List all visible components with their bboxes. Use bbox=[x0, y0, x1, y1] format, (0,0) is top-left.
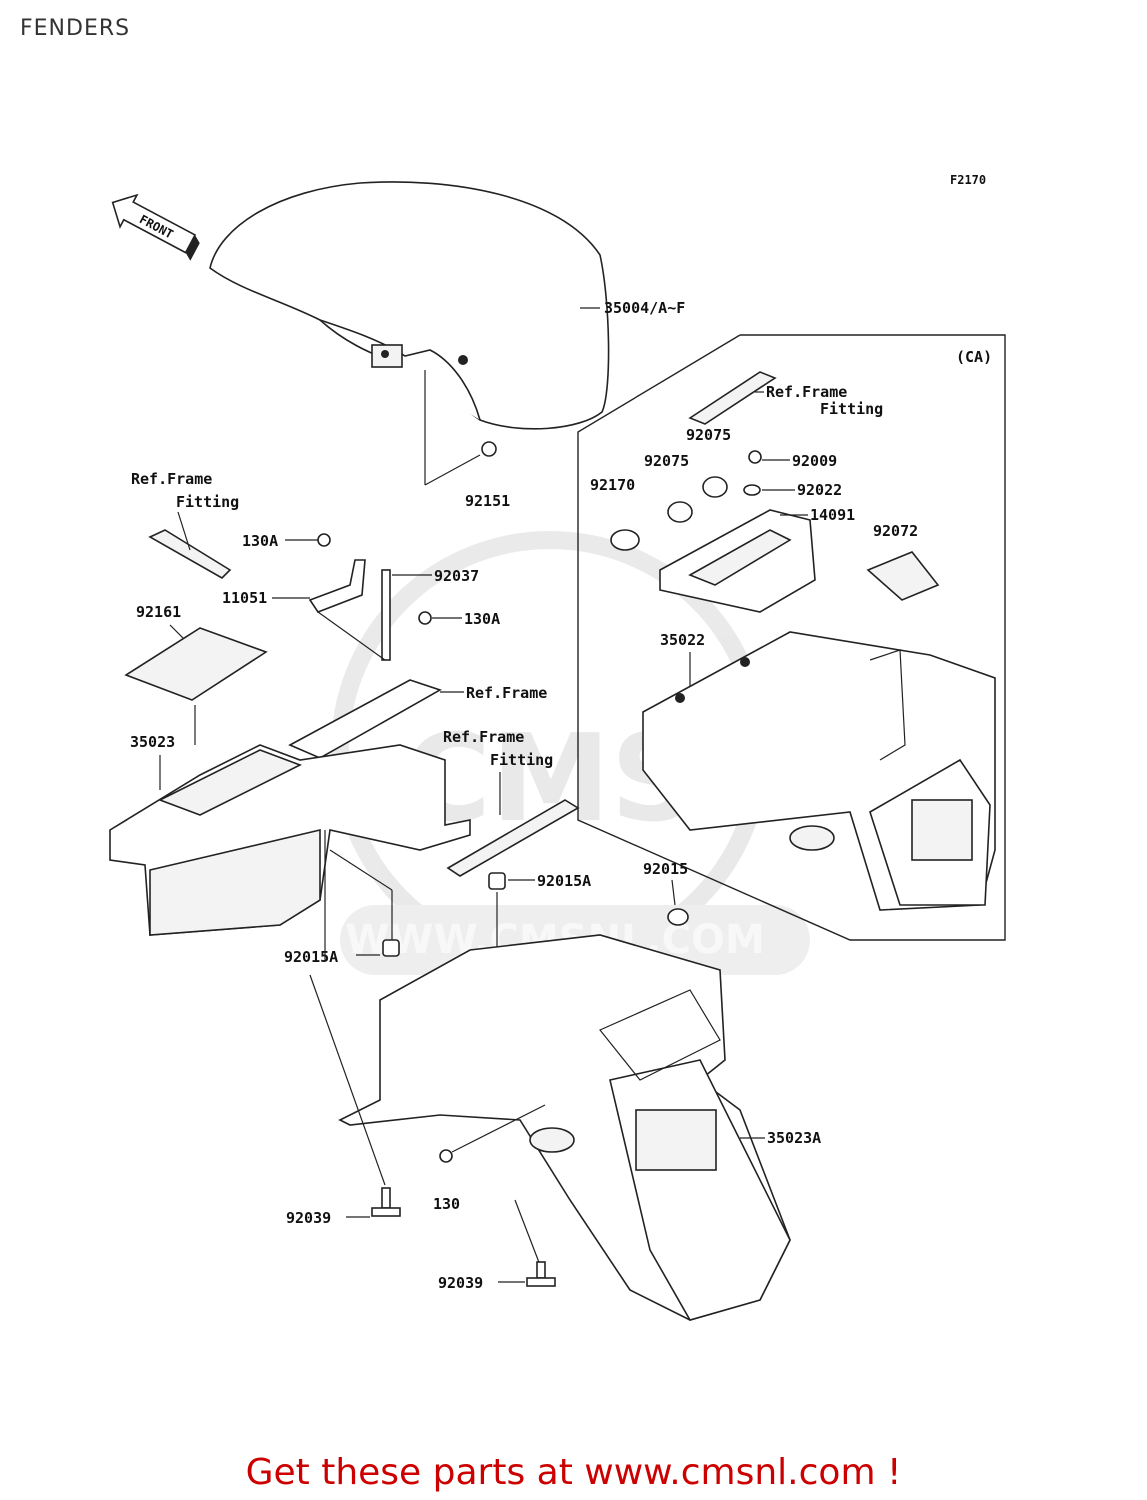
rear-inner-fender-ca bbox=[642, 631, 996, 911]
ref-mid2-line2: Fitting bbox=[490, 751, 553, 769]
part-label-92009: 92009 bbox=[792, 452, 837, 470]
ref-mid-label: Ref.Frame bbox=[466, 684, 547, 702]
ref-left-line1: Ref.Frame bbox=[131, 470, 212, 488]
part-label-35022: 35022 bbox=[660, 631, 705, 649]
clip-92039-b bbox=[526, 1261, 556, 1287]
part-label-14091: 14091 bbox=[810, 506, 855, 524]
part-label-92039-b: 92039 bbox=[438, 1274, 483, 1292]
ref-left-line2: Fitting bbox=[176, 493, 239, 511]
ref-ca-line1: Ref.Frame bbox=[766, 383, 847, 401]
part-label-130a-2: 130A bbox=[464, 610, 500, 628]
ref-ca-line2: Fitting bbox=[820, 400, 883, 418]
part-label-130: 130 bbox=[433, 1195, 460, 1213]
front-fender bbox=[209, 181, 610, 430]
part-label-130a-1: 130A bbox=[242, 532, 278, 550]
part-label-92022: 92022 bbox=[797, 481, 842, 499]
part-label-92015: 92015 bbox=[643, 860, 688, 878]
part-label-92015a-2: 92015A bbox=[284, 948, 338, 966]
part-label-92039-a: 92039 bbox=[286, 1209, 331, 1227]
part-label-92037: 92037 bbox=[434, 567, 479, 585]
part-label-92151: 92151 bbox=[465, 492, 510, 510]
footer-link[interactable]: Get these parts at www.cmsnl.com ! bbox=[245, 1452, 902, 1493]
diagram-code: F2170 bbox=[950, 173, 986, 187]
part-label-35023: 35023 bbox=[130, 733, 175, 751]
part-label-35023a: 35023A bbox=[767, 1129, 821, 1147]
page-title: FENDERS bbox=[20, 16, 131, 41]
part-label-11051: 11051 bbox=[222, 589, 267, 607]
part-label-92161: 92161 bbox=[136, 603, 181, 621]
ref-mid2-line1: Ref.Frame bbox=[443, 728, 524, 746]
ca-box-outline bbox=[577, 334, 1006, 941]
part-label-92015a-1: 92015A bbox=[537, 872, 591, 890]
rear-fender-main bbox=[338, 934, 791, 1321]
part-label-92170: 92170 bbox=[590, 476, 635, 494]
part-label-92075-a: 92075 bbox=[644, 452, 689, 470]
ca-box-label: (CA) bbox=[956, 348, 992, 366]
part-label-92072: 92072 bbox=[873, 522, 918, 540]
rear-fender-left bbox=[109, 744, 471, 936]
parts-diagram: CMS WWW.CMSNL.COM F2170 FRONT 35004/A~F … bbox=[109, 173, 1006, 1321]
part-label-35004: 35004/A~F bbox=[604, 299, 685, 317]
front-arrow-icon: FRONT bbox=[111, 193, 200, 261]
part-label-92075-b: 92075 bbox=[686, 426, 731, 444]
clip-92039-a bbox=[371, 1187, 401, 1217]
